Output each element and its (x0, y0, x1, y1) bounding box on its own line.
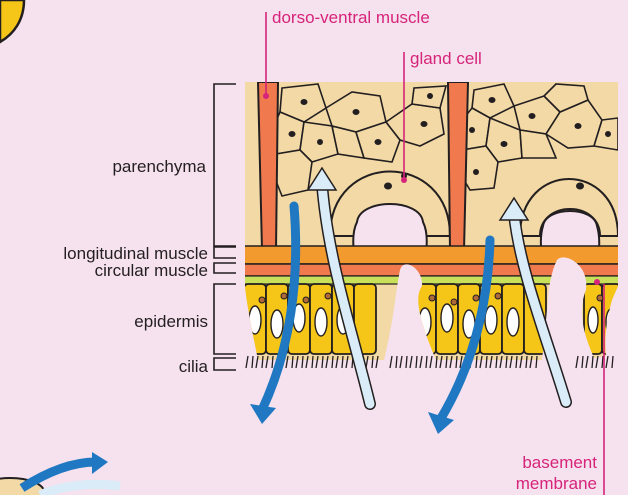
label-parenchyma: parenchyma (112, 157, 206, 176)
label-circular-muscle: circular muscle (95, 261, 208, 280)
bracket-circular (214, 263, 236, 273)
label-cilia: cilia (179, 357, 209, 376)
label-epidermis: epidermis (134, 312, 208, 331)
label-dorso-ventral-muscle: dorso-ventral muscle (272, 8, 430, 27)
bracket-longitudinal (214, 247, 236, 258)
layer-brackets (214, 84, 236, 370)
label-basement: basement (522, 453, 597, 472)
corner-decoration-top (0, 0, 24, 42)
label-membrane: membrane (516, 474, 597, 493)
bracket-cilia (214, 358, 236, 370)
label-gland-cell: gland cell (410, 49, 482, 68)
arrowhead-left-outflow (250, 404, 276, 424)
bracket-parenchyma (214, 84, 236, 246)
corner-decoration-bottom (0, 452, 120, 495)
bracket-epidermis (214, 284, 236, 354)
